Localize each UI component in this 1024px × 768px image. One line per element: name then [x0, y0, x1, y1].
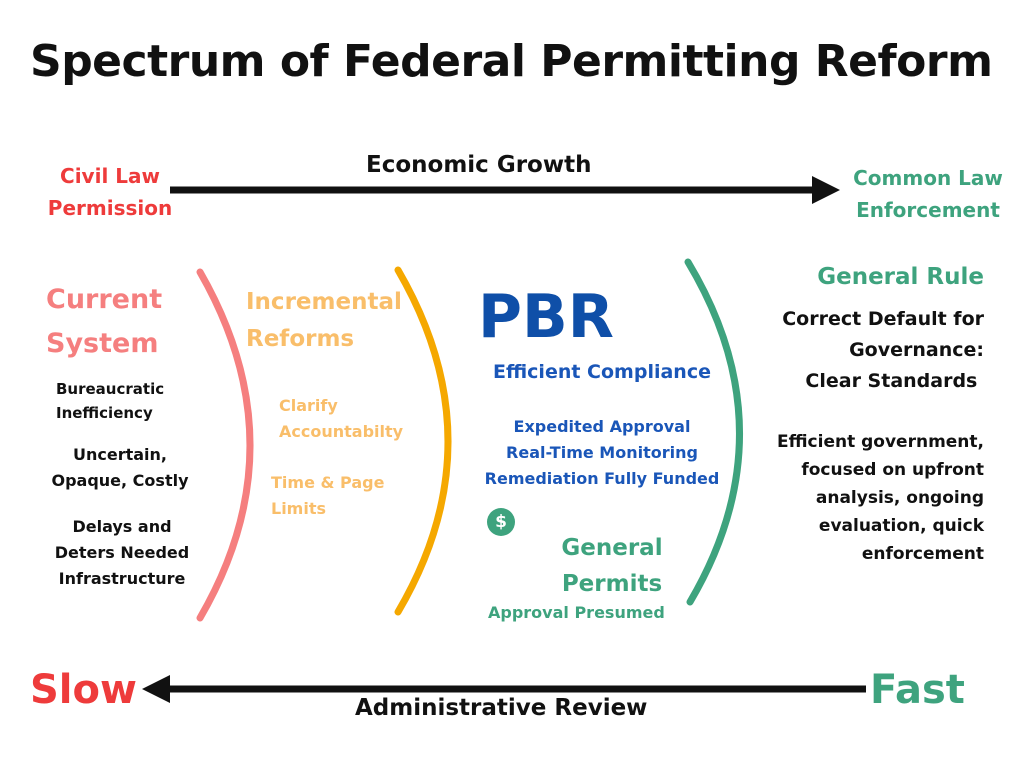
incremental-reform-item-2: Time & Page Limits [271, 473, 385, 518]
incremental-reforms-heading: Incremental Reforms [246, 289, 402, 352]
incremental-reforms-arc [394, 266, 452, 616]
current-system-item-2: Uncertain, Opaque, Costly [51, 445, 189, 490]
dollar-icon: $ [487, 508, 515, 536]
fast-label: Fast [870, 667, 965, 713]
current-system-item-3: Delays and Deters Needed Infrastructure [54, 517, 190, 588]
slow-label: Slow [30, 667, 137, 713]
pbr-heading: PBR [478, 282, 614, 352]
economic-growth-label: Economic Growth [366, 152, 592, 178]
page-title: Spectrum of Federal Permitting Reform [30, 36, 993, 87]
common-law-enforcement-label: Common Law Enforcement [853, 166, 1003, 222]
current-system-heading: Current System [46, 284, 163, 359]
pbr-item-1: Expedited Approval [513, 417, 691, 436]
general-permits-heading: General Permits [561, 535, 663, 597]
general-rule-heading: General Rule [817, 264, 984, 290]
administrative-review-label: Administrative Review [355, 695, 648, 721]
current-system-arc [196, 268, 254, 622]
left-arrow-head [142, 675, 170, 703]
general-rule-statement: Correct Default for Governance: Clear St… [782, 308, 984, 392]
civil-law-permission-label: Civil Law Permission [47, 164, 173, 220]
pbr-arc [684, 258, 743, 606]
incremental-reform-item-1: Clarify Accountabilty [279, 396, 404, 441]
pbr-subheading: Efficient Compliance [493, 361, 711, 383]
general-permits-subheading: Approval Presumed [488, 603, 665, 622]
right-arrow-head [812, 176, 840, 204]
pbr-item-2: Real-Time Monitoring [506, 443, 698, 462]
general-rule-description: Efficient government, focused on upfront… [776, 432, 984, 564]
pbr-item-3: Remediation Fully Funded [484, 469, 720, 488]
current-system-item-1: Bureaucratic Inefficiency [56, 380, 165, 422]
